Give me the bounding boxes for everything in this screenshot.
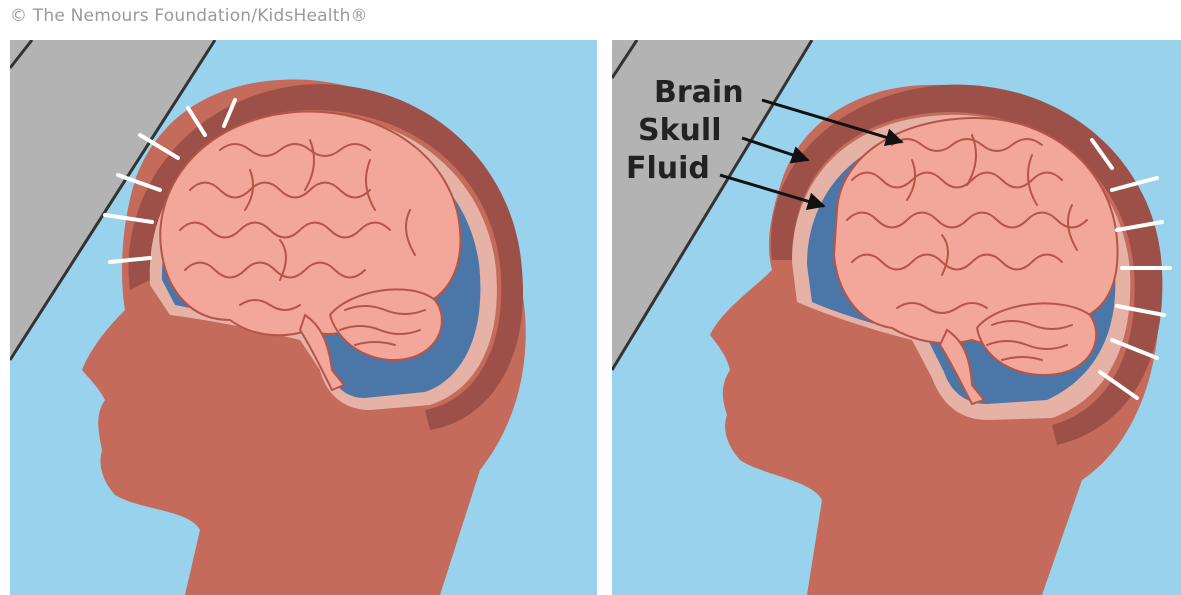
- label-skull: Skull: [638, 113, 721, 148]
- copyright-credit: © The Nemours Foundation/KidsHealth®: [10, 6, 368, 26]
- label-brain: Brain: [654, 75, 744, 110]
- panel-right-illustration: Brain Skull Fluid: [612, 40, 1181, 595]
- label-fluid: Fluid: [626, 151, 710, 186]
- panel-left-impact: [10, 40, 597, 595]
- panel-left-illustration: [10, 40, 597, 595]
- panel-right-rebound: Brain Skull Fluid: [612, 40, 1181, 595]
